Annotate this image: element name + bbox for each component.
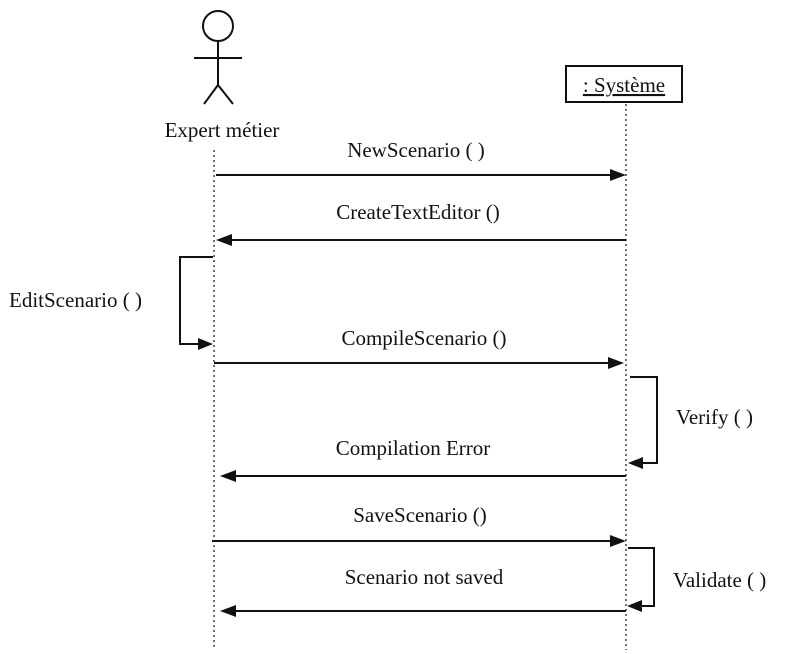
system-label: : Système — [583, 73, 665, 97]
actor-label: Expert métier — [165, 118, 280, 142]
message-validate-loop — [627, 547, 655, 612]
message-validate-label: Validate ( ) — [673, 568, 766, 592]
message-new-scenario-arrow — [216, 169, 626, 181]
message-save-scenario-arrow — [212, 535, 626, 547]
system-box — [565, 65, 683, 103]
actor-figure — [194, 10, 242, 105]
message-scenario-not-saved-label: Scenario not saved — [345, 565, 504, 589]
message-create-text-editor-label: CreateTextEditor () — [336, 200, 500, 224]
message-compilation-error-arrow — [220, 470, 626, 482]
message-create-text-editor-arrow — [216, 234, 626, 246]
message-verify-label: Verify ( ) — [676, 405, 753, 429]
message-compile-scenario-arrow — [214, 357, 624, 369]
message-edit-scenario-label: EditScenario ( ) — [9, 288, 142, 312]
message-edit-scenario-loop — [179, 256, 213, 350]
message-save-scenario-label: SaveScenario () — [353, 503, 487, 527]
message-verify-loop — [628, 376, 658, 469]
message-scenario-not-saved-arrow — [220, 605, 626, 617]
message-new-scenario-label: NewScenario ( ) — [347, 138, 485, 162]
message-compilation-error-label: Compilation Error — [336, 436, 491, 460]
message-compile-scenario-label: CompileScenario () — [341, 326, 506, 350]
